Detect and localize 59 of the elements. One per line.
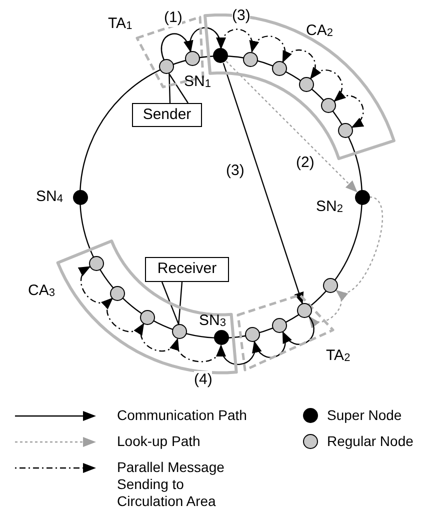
arrow: [310, 70, 346, 102]
arrow: [308, 290, 342, 328]
arrow: [78, 266, 113, 304]
regular-node: [172, 324, 188, 340]
node-label: SN$_{4}$: [36, 188, 63, 207]
super-node: [72, 190, 88, 204]
super-node: [214, 330, 228, 346]
regular-node: [89, 256, 104, 271]
arrow: [282, 316, 314, 345]
node-label: SN$_{3}$: [199, 312, 226, 331]
edge-label: (2): [296, 154, 314, 172]
leader-line: [168, 72, 188, 104]
node-label: SN$_{1}$: [184, 73, 211, 92]
node-label: SN$_{2}$: [316, 198, 343, 217]
arrow: [189, 27, 225, 52]
arrow: [334, 95, 364, 128]
area-label: CA$_{3}$: [28, 282, 55, 301]
step-label: (3): [232, 7, 250, 25]
edge-label: (3): [226, 162, 244, 180]
regular-node: [140, 310, 156, 325]
regular-node: [159, 59, 174, 74]
arrow: [222, 62, 304, 304]
step-label: (4): [194, 371, 212, 389]
regular-node: [297, 302, 312, 318]
regular-node: [272, 318, 288, 333]
regular-node: [272, 61, 288, 76]
regular-node: [321, 98, 336, 114]
regular-node: [338, 123, 353, 138]
arrow: [171, 338, 222, 362]
area-label: CA$_{2}$: [306, 22, 333, 41]
arrow: [335, 196, 383, 300]
arrow: [217, 342, 256, 365]
regular-node: [298, 77, 314, 92]
step-label: (1): [164, 9, 182, 27]
super-node: [213, 48, 228, 64]
callout-box: Sender: [132, 103, 202, 127]
area-label: TA$_{1}$: [108, 15, 132, 34]
arrow: [134, 322, 178, 352]
regular-node: [323, 278, 338, 294]
legend-text: Parallel Message Sending to Circulation Area: [117, 459, 226, 510]
regular-node: [245, 326, 260, 342]
callout-box: Receiver: [145, 257, 229, 282]
legend-text: Look-up Path: [117, 433, 200, 450]
legend-text: Regular Node: [327, 433, 414, 450]
legend-text: Communication Path: [117, 407, 247, 424]
regular-node: [184, 51, 200, 66]
arrow: [160, 33, 192, 60]
arrow: [102, 298, 144, 332]
arrow: [282, 50, 320, 80]
leader-line: [161, 282, 183, 326]
legend-text: Super Node: [327, 407, 402, 424]
arrow: [226, 60, 358, 192]
super-node: [354, 190, 370, 204]
arrow: [251, 36, 291, 63]
arrow: [220, 28, 258, 53]
regular-node: [242, 52, 258, 67]
regular-node: [110, 286, 126, 301]
area-label: TA$_{2}$: [326, 347, 350, 366]
arrow: [253, 332, 286, 358]
